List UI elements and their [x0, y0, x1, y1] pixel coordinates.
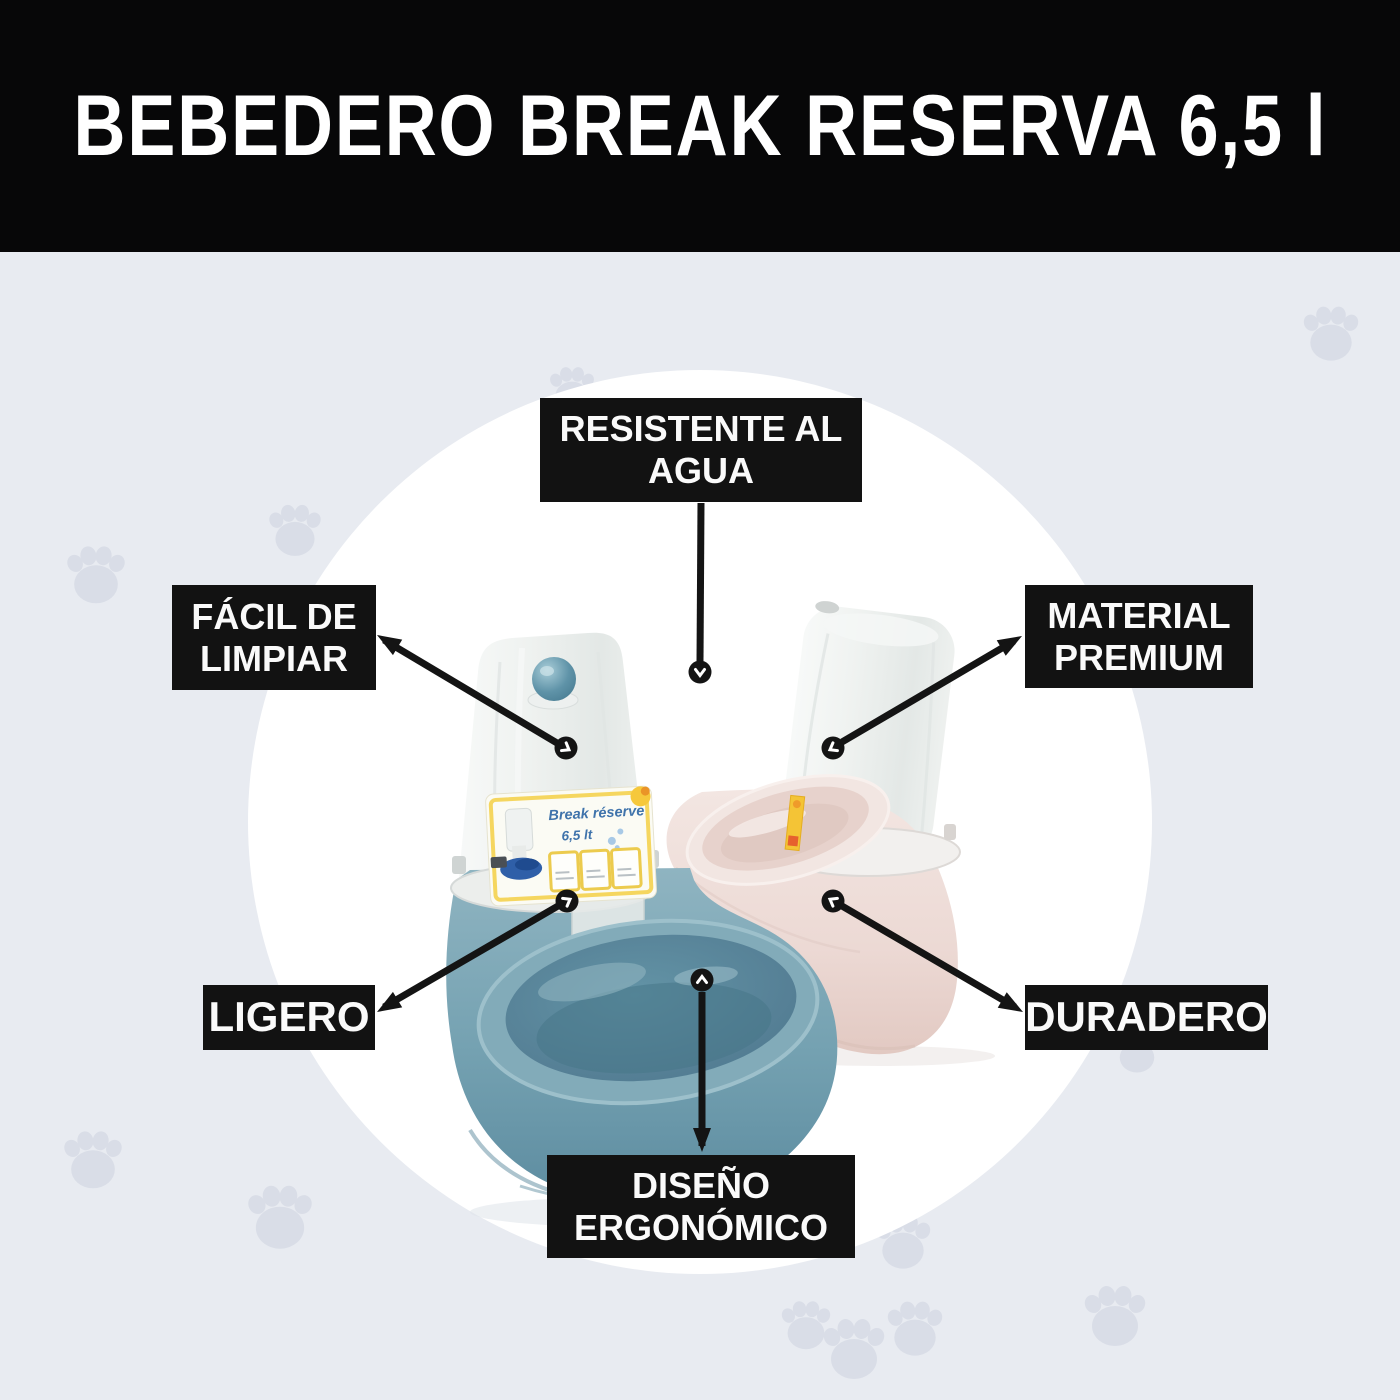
pink-latch-right	[944, 824, 956, 840]
connector-premium-material	[821, 636, 1022, 760]
feature-label-ergonomic: DISEÑO ERGONÓMICO	[547, 1155, 855, 1258]
connector-ergonomic	[690, 968, 714, 1152]
blue-bowl	[476, 918, 820, 1106]
header-bar: BEBEDERO BREAK RESERVA 6,5 l	[0, 0, 1400, 252]
connector-water-resistant	[688, 502, 712, 684]
tag-capacity-text: 6,5 lt	[561, 827, 593, 844]
blue-latch-left	[452, 856, 466, 874]
pink-tank-top	[823, 613, 939, 647]
pink-tank-sticker	[784, 794, 806, 852]
connector-durable	[821, 889, 1023, 1012]
feature-label-durable: DURADERO	[1025, 985, 1268, 1050]
page-title: BEBEDERO BREAK RESERVA 6,5 l	[73, 77, 1328, 174]
feature-label-premium-material: MATERIAL PREMIUM	[1025, 585, 1253, 688]
tag-title-text: Break réserve	[548, 803, 645, 824]
connectors	[377, 502, 1023, 1152]
connector-lightweight	[377, 889, 579, 1012]
feature-label-water-resistant: RESISTENTE AL AGUA	[540, 398, 862, 502]
pink-dispenser	[666, 601, 961, 1055]
feature-label-lightweight: LIGERO	[203, 985, 375, 1050]
blue-ball-valve	[532, 657, 576, 701]
feature-label-easy-clean: FÁCIL DE LIMPIAR	[172, 585, 376, 690]
product-tag-band: Break réserve 6,5 lt	[485, 785, 657, 907]
blue-dispenser: Break réserve 6,5 lt	[446, 632, 838, 1205]
pink-tank-cap	[815, 601, 840, 614]
connector-easy-clean	[377, 635, 578, 760]
